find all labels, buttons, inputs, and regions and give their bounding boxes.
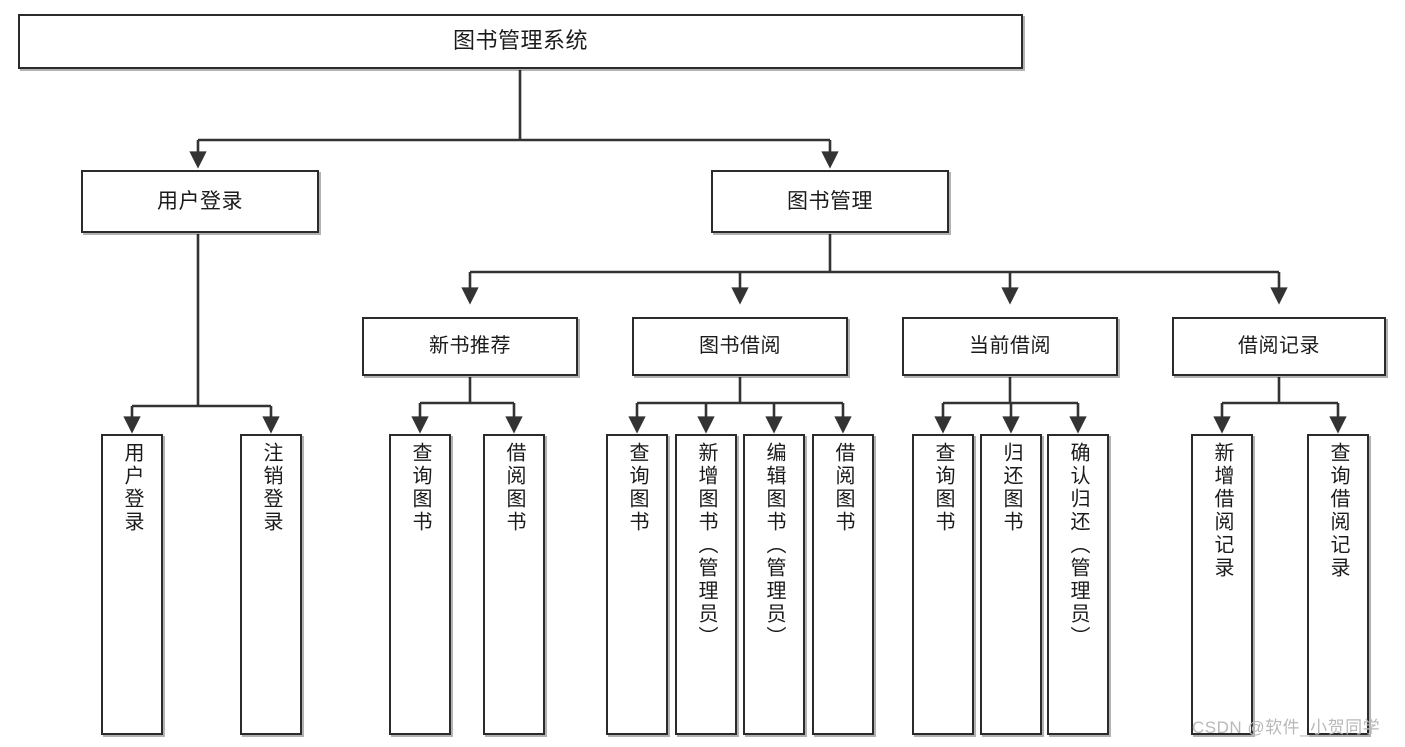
node-root-book-management-system[interactable]: 图书管理系统 [18,14,1023,69]
node-label: 查询图书 [409,442,431,534]
node-book-management[interactable]: 图书管理 [711,170,949,233]
leaf-borrow-record-query-record[interactable]: 查询借阅记录 [1307,434,1369,735]
node-label: 图书借阅 [699,335,781,358]
leaf-borrow-record-add-record[interactable]: 新增借阅记录 [1191,434,1253,735]
node-label: 借阅记录 [1238,335,1320,358]
leaf-book-borrow-add-book-admin[interactable]: 新增图书（管理员） [675,434,737,735]
leaf-book-borrow-borrow-book[interactable]: 借阅图书 [812,434,874,735]
node-label: 用户登录 [157,189,243,213]
node-label: 查询图书 [932,442,954,534]
leaf-book-borrow-query-book[interactable]: 查询图书 [606,434,668,735]
node-label: 新增图书（管理员） [695,442,717,649]
node-label: 图书管理系统 [452,28,588,54]
node-label: 用户登录 [121,442,143,534]
node-label: 编辑图书（管理员） [763,442,785,649]
node-label: 借阅图书 [832,442,854,534]
node-label: 注销登录 [260,442,282,534]
node-label: 新增借阅记录 [1211,442,1233,580]
leaf-new-book-query-book[interactable]: 查询图书 [389,434,451,735]
node-label: 借阅图书 [503,442,525,534]
node-label: 当前借阅 [969,335,1051,358]
node-label: 新书推荐 [429,335,511,358]
node-borrow-record[interactable]: 借阅记录 [1172,317,1386,376]
node-user-login[interactable]: 用户登录 [81,170,319,233]
node-label: 图书管理 [787,189,873,213]
node-label: 查询借阅记录 [1327,442,1349,580]
leaf-new-book-borrow-book[interactable]: 借阅图书 [483,434,545,735]
node-label: 查询图书 [626,442,648,534]
node-book-borrow[interactable]: 图书借阅 [632,317,848,376]
leaf-book-borrow-edit-book-admin[interactable]: 编辑图书（管理员） [743,434,805,735]
leaf-current-borrow-return-book[interactable]: 归还图书 [980,434,1042,735]
node-current-borrow[interactable]: 当前借阅 [902,317,1118,376]
leaf-user-login-logout[interactable]: 注销登录 [240,434,302,735]
node-label: 归还图书 [1000,442,1022,534]
node-label: 确认归还（管理员） [1067,442,1089,649]
node-new-book-recommendation[interactable]: 新书推荐 [362,317,578,376]
leaf-current-borrow-query-book[interactable]: 查询图书 [912,434,974,735]
leaf-user-login-login[interactable]: 用户登录 [101,434,163,735]
leaf-current-borrow-confirm-return-admin[interactable]: 确认归还（管理员） [1047,434,1109,735]
